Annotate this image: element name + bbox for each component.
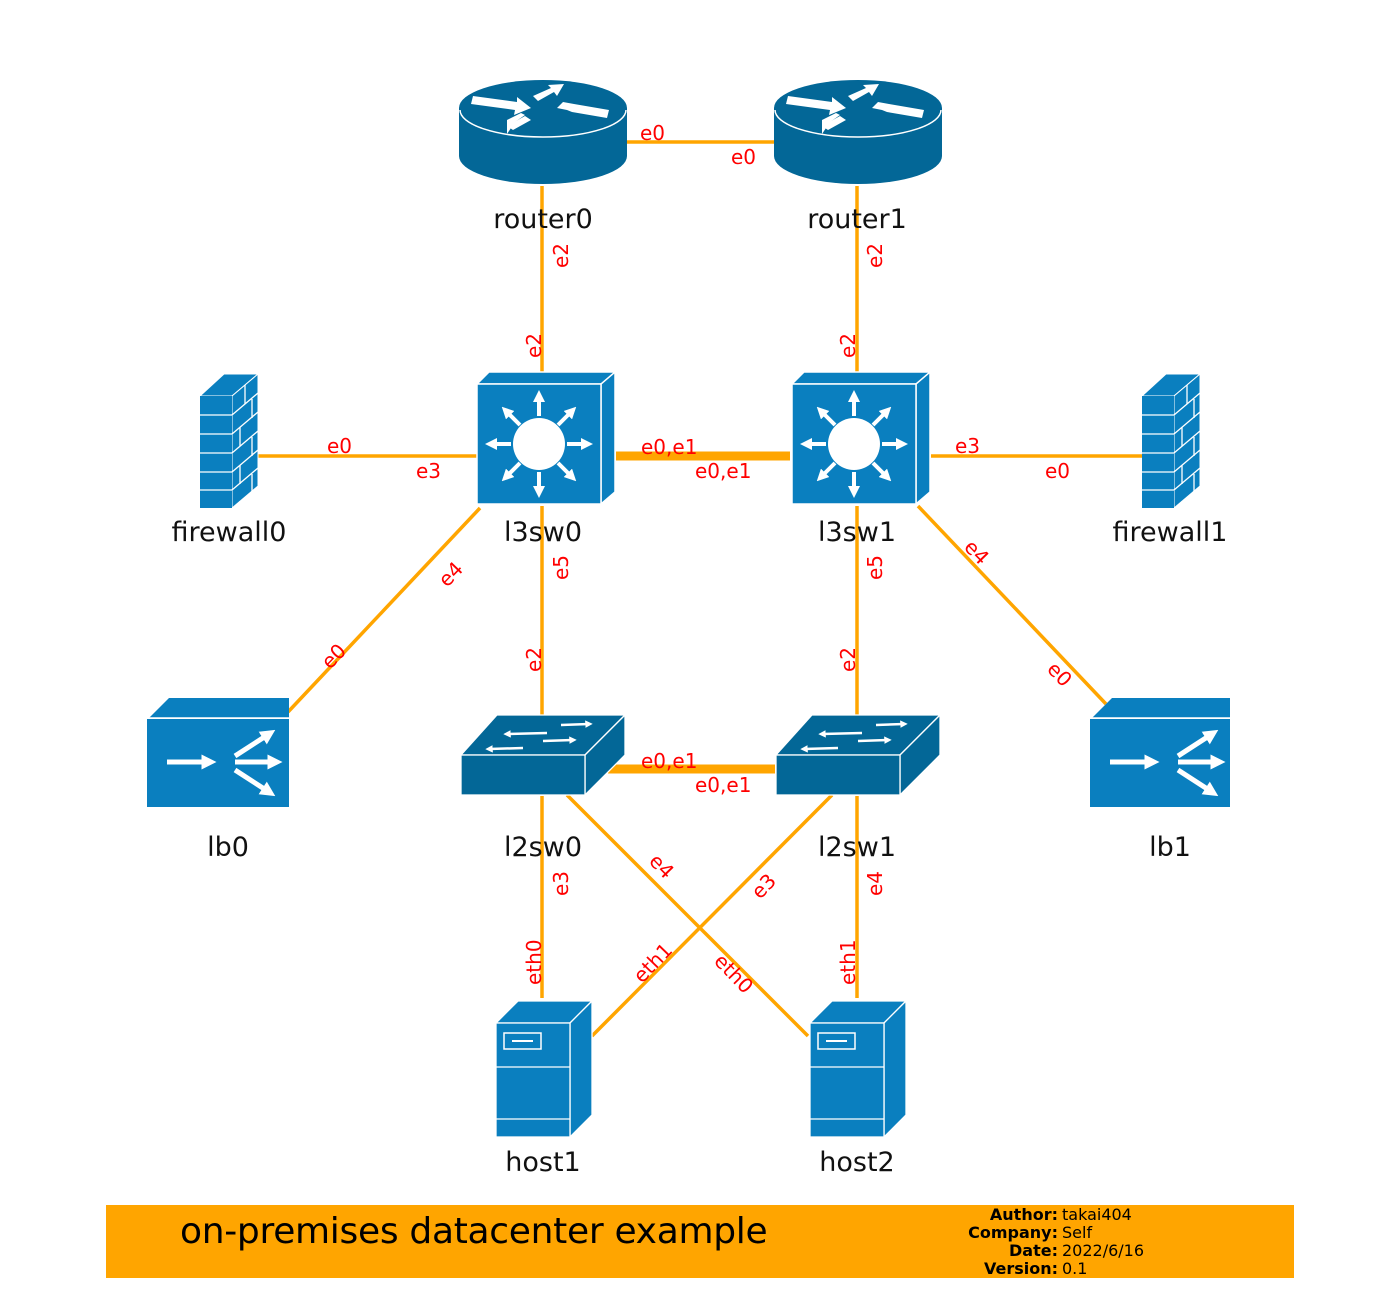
node-label: host1 <box>505 1147 580 1178</box>
link-l3sw0-lb0[interactable] <box>286 506 482 714</box>
l2-switch-icon <box>776 715 940 795</box>
meta-value: Self <box>1062 1223 1093 1242</box>
server-icon <box>809 1000 907 1138</box>
port-label: e2 <box>549 243 573 268</box>
port-label: e0,e1 <box>695 459 751 483</box>
port-label: eth1 <box>628 938 677 987</box>
port-label: e2 <box>836 647 860 672</box>
server-icon <box>495 1000 593 1138</box>
port-label: e0,e1 <box>641 749 697 773</box>
port-label: e0 <box>731 145 756 169</box>
port-label: e0,e1 <box>641 435 697 459</box>
node-lb0[interactable]: lb0 <box>147 698 289 863</box>
port-label: e0 <box>640 121 665 145</box>
node-label: l3sw0 <box>504 517 582 548</box>
node-router0[interactable]: router0 <box>458 79 628 235</box>
node-label: router1 <box>807 204 907 235</box>
l3-switch-icon <box>792 372 930 504</box>
node-firewall0[interactable]: firewall0 <box>172 373 287 548</box>
meta-key: Date: <box>1009 1241 1058 1260</box>
port-label: e3 <box>416 459 441 483</box>
meta-key: Author: <box>989 1205 1058 1224</box>
l2-switch-icon <box>461 715 625 795</box>
links-layer <box>258 140 1142 1038</box>
port-label: e3 <box>549 871 573 896</box>
port-label: e4 <box>959 535 994 570</box>
port-label: e2 <box>836 333 860 358</box>
port-label: e0 <box>327 434 352 458</box>
load-balancer-icon <box>1090 698 1232 807</box>
node-label: lb1 <box>1149 832 1191 863</box>
router-icon <box>458 79 628 185</box>
link-l2sw0-host2[interactable] <box>565 793 810 1038</box>
meta-value: 0.1 <box>1062 1259 1088 1278</box>
meta-value: takai404 <box>1062 1205 1132 1224</box>
node-host2[interactable]: host2 <box>809 1000 907 1178</box>
meta-version: Version: 0.1 <box>956 1260 1144 1278</box>
node-lb1[interactable]: lb1 <box>1090 698 1232 863</box>
node-label: firewall1 <box>1113 517 1228 548</box>
l3-switch-icon <box>477 372 615 504</box>
node-l2sw1[interactable]: l2sw1 <box>776 715 940 863</box>
link-l3sw1-lb1[interactable] <box>916 504 1108 706</box>
link-l2sw1-host1[interactable] <box>590 793 834 1038</box>
port-label: e5 <box>549 555 573 580</box>
router-icon <box>773 79 943 185</box>
node-host1[interactable]: host1 <box>495 1000 593 1178</box>
node-label: lb0 <box>207 832 249 863</box>
node-label: host2 <box>819 1147 894 1178</box>
port-label: eth0 <box>709 949 758 998</box>
port-label: eth1 <box>836 939 860 985</box>
node-label: l2sw1 <box>818 832 896 863</box>
node-firewall1[interactable]: firewall1 <box>1113 373 1228 548</box>
node-label: l2sw0 <box>504 832 582 863</box>
firewall-icon <box>1141 373 1201 509</box>
port-label: e5 <box>863 555 887 580</box>
meta-key: Company: <box>968 1223 1058 1242</box>
meta-value: 2022/6/16 <box>1062 1241 1145 1260</box>
load-balancer-icon <box>147 698 289 807</box>
port-label: eth0 <box>522 939 546 985</box>
port-label: e2 <box>522 333 546 358</box>
meta-author: Author: takai404 <box>956 1206 1144 1224</box>
port-label: e4 <box>863 871 887 896</box>
node-label: router0 <box>493 204 593 235</box>
load-balancer-icon-clip <box>1090 698 1232 807</box>
title-block: on-premises datacenter example Author: t… <box>106 1205 1294 1278</box>
node-router1[interactable]: router1 <box>773 79 943 235</box>
port-label: e0 <box>316 639 351 674</box>
firewall-icon <box>199 373 259 509</box>
port-label: e0,e1 <box>695 773 751 797</box>
meta-company: Company: Self <box>956 1224 1144 1242</box>
meta-date: Date: 2022/6/16 <box>956 1242 1144 1260</box>
port-label: e2 <box>863 243 887 268</box>
port-label: e0 <box>1042 657 1077 692</box>
diagram-title: on-premises datacenter example <box>180 1211 768 1252</box>
port-label: e2 <box>522 647 546 672</box>
node-label: firewall0 <box>172 517 287 548</box>
port-label: e4 <box>433 557 468 592</box>
metadata-block: Author: takai404 Company: Self Date: 202… <box>956 1206 1144 1278</box>
node-l2sw0[interactable]: l2sw0 <box>461 715 625 863</box>
port-label: e0 <box>1045 459 1070 483</box>
node-label: l3sw1 <box>818 517 896 548</box>
port-label: e3 <box>955 434 980 458</box>
node-l3sw0[interactable]: l3sw0 <box>477 372 615 548</box>
node-l3sw1[interactable]: l3sw1 <box>792 372 930 548</box>
meta-key: Version: <box>983 1259 1058 1278</box>
